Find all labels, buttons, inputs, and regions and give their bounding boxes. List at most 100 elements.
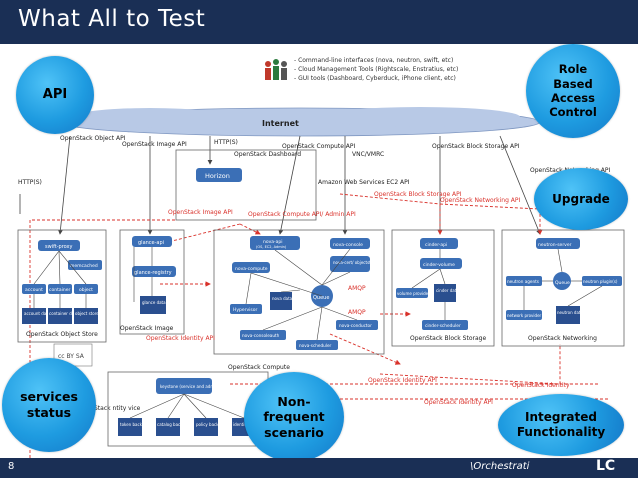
callout-upgrade: Upgrade	[534, 168, 628, 230]
callout-non-frequent: Non- frequent scenario	[244, 372, 344, 462]
memcached-label: memcached	[70, 263, 98, 269]
nova-db-label: nova database	[272, 296, 302, 301]
footer-brand-tail: LC	[596, 458, 616, 474]
nova-conductor-label: nova-conductor	[339, 323, 372, 328]
nova-consoleauth-label: nova-consoleauth	[242, 333, 280, 338]
nova-scheduler-label: nova-scheduler	[299, 343, 332, 348]
users-note-1: - Command-line interfaces (nova, neutron…	[294, 57, 453, 64]
nova-db-node	[270, 292, 292, 310]
slide-footer: 8 \Orchestrati LC	[0, 458, 638, 478]
callout-integrated: Integrated Functionality	[498, 394, 624, 456]
neutron-server-label: neutron-server	[538, 242, 572, 248]
object-store-db-node	[74, 308, 98, 324]
identity-api-right: OpenStack Identity API	[368, 377, 437, 384]
account-label: account	[25, 287, 43, 293]
label-object-api: OpenStack Object API	[60, 135, 126, 142]
horizon-box	[175, 149, 317, 221]
hypervisor-node	[230, 304, 262, 314]
image-label: OpenStack Image	[120, 325, 174, 332]
glance-registry-node	[132, 266, 176, 277]
object-label: object	[79, 287, 93, 293]
cinder-api-label: cinder-api	[425, 242, 447, 248]
internet-cloud	[59, 107, 541, 137]
volume-provider-node	[396, 288, 428, 298]
horizon-label: Horizon	[205, 172, 230, 180]
identity-side-label: Stack ntity vice	[94, 405, 141, 412]
label-image-api-inner: OpenStack Image API	[168, 209, 233, 216]
label-image-api: OpenStack Image API	[122, 141, 187, 148]
cinder-volume-node	[420, 258, 462, 269]
cinder-volume-label: cinder-volume	[423, 262, 455, 268]
identity-api-label: OpenStack Identity API	[146, 335, 215, 342]
identity-links	[129, 393, 245, 419]
identity-api-right2: OpenStack Identity	[512, 382, 570, 389]
nova-conductor-node	[336, 320, 378, 330]
neutron-plugins-label: neutron plugin(s)	[583, 279, 618, 284]
neutron-agents-node	[506, 276, 542, 286]
label-compute-api: OpenStack Compute API	[282, 143, 356, 150]
label-block-api: OpenStack Block Storage API	[432, 143, 520, 150]
policy-backend-label: policy backend	[196, 422, 226, 427]
glance-registry-label: glance-registry	[134, 270, 172, 276]
volume-provider-label: volume provider	[397, 291, 430, 296]
callout-rbac: Role Based Access Control	[526, 44, 620, 138]
network-provider-node	[506, 310, 542, 320]
compute-label: OpenStack Compute	[228, 364, 290, 371]
block-storage-box	[391, 229, 495, 347]
internet-connectors	[19, 135, 541, 235]
neutron-plugins-node	[582, 276, 622, 286]
cinder-scheduler-node	[422, 320, 468, 330]
label-https-top: HTTP(S)	[214, 139, 238, 146]
token-backend-node	[118, 418, 142, 436]
catalog-backend-label: catalog backend	[157, 422, 190, 427]
object-node	[74, 284, 98, 294]
horizon-node	[196, 168, 242, 182]
users-note-2: - Cloud Management Tools (Rightscale, En…	[294, 66, 458, 73]
glance-db-label: glance database	[142, 300, 176, 305]
container-node	[48, 284, 72, 294]
account-node	[22, 284, 46, 294]
label-compute-admin-api: OpenStack Compute API/ Admin API	[248, 211, 356, 218]
nova-consoleauth-node	[240, 330, 286, 340]
swift-proxy-label: swift-proxy	[45, 244, 73, 250]
callout-services-status: services status	[2, 358, 96, 452]
container-label: container	[49, 287, 70, 293]
nova-console-label: nova-console	[333, 242, 363, 248]
nova-cert-label: nova-cert/ objectstore	[333, 260, 378, 265]
nova-cert-node	[330, 256, 370, 272]
slide-title: What All to Test	[18, 6, 206, 32]
glance-api-label: glance-api	[138, 240, 164, 246]
nova-api-node	[250, 236, 300, 250]
footer-brand: \Orchestrati	[470, 461, 530, 472]
label-networking-api-inner: OpenStack Networking API	[440, 197, 521, 204]
label-vnc: VNC/VMRC	[352, 151, 384, 158]
networking-box	[501, 229, 625, 347]
cinder-db-node	[434, 284, 456, 302]
callout-api: API	[16, 56, 94, 134]
label-https-left: HTTP(S)	[18, 179, 42, 186]
nova-api-label: nova-api	[263, 239, 283, 245]
slide-header: What All to Test	[0, 0, 638, 44]
nova-scheduler-node	[296, 340, 338, 350]
users-note-3: - GUI tools (Dashboard, Cyberduck, iPhon…	[294, 75, 456, 82]
networking-label: OpenStack Networking	[528, 335, 597, 342]
label-dashboard: OpenStack Dashboard	[234, 151, 301, 158]
glance-db-node	[140, 296, 166, 314]
neutron-server-node	[536, 238, 580, 249]
image-box	[119, 229, 185, 335]
neutron-db-label: neutron database	[557, 310, 593, 315]
keystone-label: keystone (service and admin APIs)	[160, 384, 230, 389]
openstack-architecture-diagram: - Command-line interfaces (nova, neutron…	[17, 57, 625, 458]
neutron-db-node	[556, 306, 580, 324]
policy-backend-node	[194, 418, 218, 436]
cinder-api-node	[420, 238, 458, 249]
nova-queue-label: Queue	[313, 295, 329, 301]
identity-api-right3: OpenStack Identity API	[424, 399, 493, 406]
neutron-queue-node	[553, 272, 571, 290]
keystone-node	[156, 378, 212, 394]
block-links	[411, 249, 446, 320]
catalog-backend-node	[156, 418, 180, 436]
users-icon	[265, 59, 287, 80]
svg-text:cc BY SA: cc BY SA	[58, 353, 85, 360]
amqp-label-2: AMQP	[348, 309, 366, 316]
